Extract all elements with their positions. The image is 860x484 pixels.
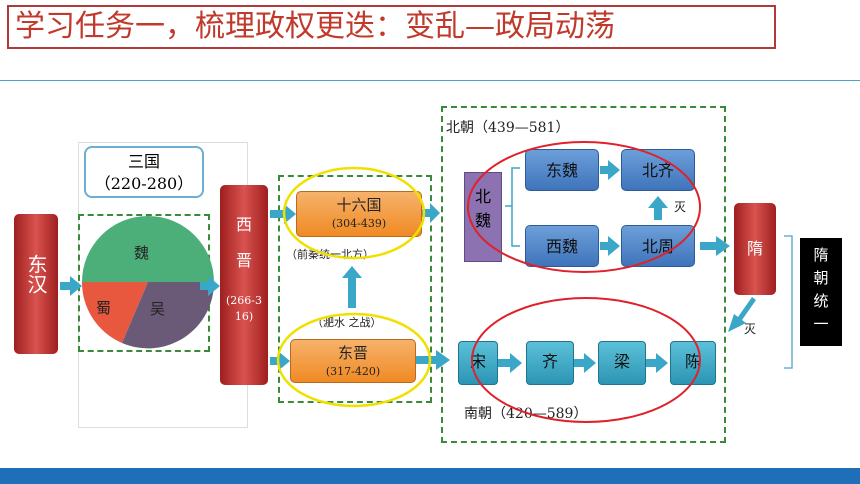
header-divider [0,80,860,81]
sui-unify-char2: 朝 [813,269,829,287]
arrow-beizhou-beiqi [648,196,668,220]
node-sui: 隋 [734,203,776,295]
arrow-sui-chen [728,297,756,332]
pie-slice-wu [122,282,215,349]
sui-unify-char1: 隋 [813,246,829,264]
arrow-beizhou-sui [700,236,730,256]
node-shiliuguo-label: 十六国 [336,196,382,214]
jin-dashed-box [278,175,432,403]
node-qi: 齐 [526,341,574,385]
footer-bar [0,468,860,484]
node-dongjin: 东晋 (317-420) [290,339,416,383]
arrow-liang-chen [646,353,668,373]
mie-label-2: 灭 [744,322,757,336]
beichao-label: 北朝（439—581） [446,120,570,136]
sui-unify-bracket [784,235,793,369]
node-beizhou: 北周 [621,225,695,267]
arrow-dongjin-nanchao [416,350,450,370]
node-liang: 梁 [598,341,646,385]
node-dongjin-years: (317-420) [325,365,381,378]
arrow-sanguo-xijin [200,276,220,296]
feishui-label: （淝水 之战） [312,316,382,329]
pie-slice-wei [82,216,214,282]
pie-label-wu: 吴 [150,300,166,318]
arrows [60,160,756,373]
nanchao-label: 南朝（420—589） [464,406,588,422]
node-donghan-label: 东汉 [24,254,48,294]
oval-dongjin [276,312,432,408]
node-xiwei: 西魏 [525,225,599,267]
node-dongwei: 东魏 [525,149,599,191]
node-beiwei-char2: 魏 [474,211,491,230]
oval-nanchao [471,297,701,423]
sui-unify-char3: 统 [813,292,829,310]
arrow-dongjin-shiliuguo [342,266,362,308]
arrow-xijin-dongjin [270,351,290,371]
node-xijin-char1: 西 [235,215,252,234]
sui-unify-box: 隋 朝 统 一 [800,238,842,346]
node-xijin-years: (266-316) [225,294,262,323]
node-xijin-char2: 晋 [235,251,252,270]
pie-label-shu: 蜀 [96,299,112,317]
node-chen: 陈 [670,341,716,385]
oval-shiliuguo [282,166,426,260]
arrow-shiliuguo-beichao [422,203,440,223]
node-dongjin-label: 东晋 [337,344,368,362]
nanbei-dashed-box [441,106,726,443]
arrow-qi-liang [574,353,596,373]
sanguo-title-box: 三国 （220-280） [84,146,204,198]
arrow-dongwei-beiqi [600,160,620,180]
node-xijin: 西 晋 (266-316) [220,185,268,385]
pie-slice-shu [81,282,148,343]
mie-label-1: 灭 [674,200,687,214]
arrow-xiwei-beizhou [600,236,620,256]
sanguo-title: 三国 [127,152,160,171]
node-donghan: 东汉 [14,214,58,354]
sui-unify-char4: 一 [813,315,829,333]
oval-beichao [467,141,701,273]
arrow-donghan-sanguo [60,276,82,296]
page-title: 学习任务一，梳理政权更迭：变乱—政局动荡 [7,5,776,49]
node-shiliuguo: 十六国 (304-439) [296,191,422,237]
beiwei-bracket [505,167,520,247]
node-shiliuguo-years: (304-439) [331,217,387,230]
node-beiwei-char1: 北 [474,187,491,206]
arrow-song-qi [498,353,522,373]
sanguo-pie [81,216,215,349]
sanguo-years: （220-280） [94,174,194,193]
pie-label-wei: 魏 [134,244,150,262]
